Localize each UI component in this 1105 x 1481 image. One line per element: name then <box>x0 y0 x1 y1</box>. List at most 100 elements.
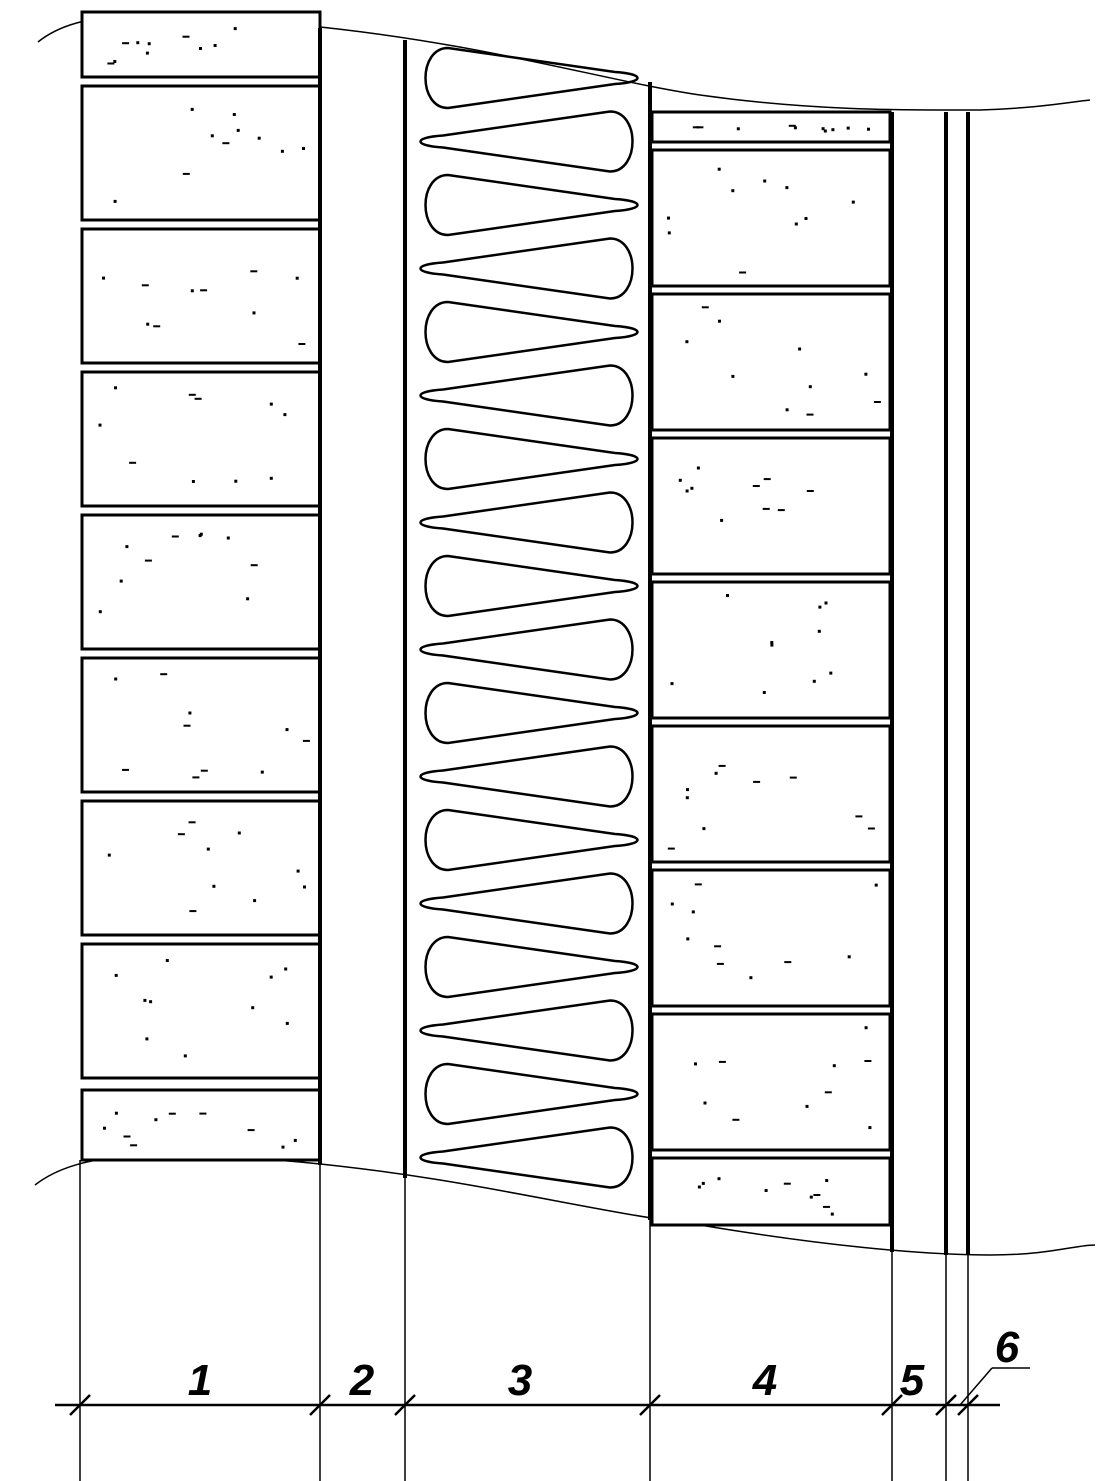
speckle <box>129 461 137 464</box>
speckle <box>232 113 236 116</box>
speckle <box>788 124 796 127</box>
speckle <box>686 788 689 792</box>
speckle <box>145 51 149 55</box>
speckle <box>667 847 675 850</box>
layer-4-brick <box>650 1012 892 1152</box>
layer-1-brick <box>80 1088 322 1162</box>
speckle <box>670 682 674 686</box>
layer-4-brick <box>650 148 892 288</box>
speckle <box>247 1129 255 1132</box>
speckle <box>851 200 855 204</box>
speckle <box>701 306 709 309</box>
layer-1-brick <box>80 370 322 508</box>
speckle <box>234 479 238 483</box>
speckle <box>804 217 808 220</box>
layer-1-brick <box>80 227 322 365</box>
speckle <box>183 724 191 727</box>
label-layer-1: 1 <box>188 1356 212 1405</box>
speckle <box>147 42 151 46</box>
speckle <box>212 884 216 888</box>
speckle <box>667 231 671 235</box>
speckle <box>188 393 196 396</box>
speckle <box>686 937 690 941</box>
speckle <box>809 1195 813 1199</box>
speckle <box>690 486 694 490</box>
speckle <box>114 973 118 977</box>
insulation-loop <box>419 872 634 935</box>
insulation-loop <box>424 300 639 364</box>
speckle <box>98 423 102 427</box>
speckle <box>194 397 202 400</box>
insulation-loop <box>424 427 639 491</box>
speckle <box>817 629 821 633</box>
speckle <box>296 869 300 873</box>
speckle <box>269 402 273 406</box>
speckle <box>697 1185 701 1189</box>
speckle <box>280 149 284 153</box>
label-layer-5: 5 <box>900 1356 925 1405</box>
speckle <box>847 955 851 959</box>
speckle <box>717 1177 721 1181</box>
speckle <box>703 1101 707 1105</box>
dimension-ticks <box>69 1394 979 1416</box>
speckle <box>696 466 700 470</box>
speckle <box>285 728 289 732</box>
speckle <box>107 62 115 65</box>
speckle <box>130 1144 138 1147</box>
speckle <box>251 1006 255 1010</box>
speckle <box>119 579 123 583</box>
speckle <box>293 1138 297 1142</box>
speckle <box>824 1091 832 1094</box>
speckle <box>864 1060 872 1062</box>
label-layer-6: 6 <box>995 1323 1020 1372</box>
speckle <box>720 518 724 522</box>
speckle <box>103 1126 106 1130</box>
speckle <box>285 1021 289 1025</box>
speckle <box>701 1181 705 1185</box>
speckle <box>762 507 770 510</box>
speckle <box>236 128 240 132</box>
speckle <box>233 27 237 31</box>
layer-4-brick <box>650 724 892 864</box>
speckle <box>731 189 735 193</box>
label-6-leader <box>959 1367 993 1406</box>
speckle <box>831 128 835 132</box>
speckle <box>113 60 117 63</box>
speckle <box>144 559 152 562</box>
speckle <box>295 276 299 280</box>
speckle <box>188 711 192 715</box>
insulation-loop <box>424 554 639 618</box>
speckle <box>113 199 117 203</box>
layer-1-brick <box>80 656 322 794</box>
speckle <box>191 480 195 483</box>
layer-4-brick <box>650 436 892 576</box>
speckle <box>764 1189 768 1192</box>
speckle <box>146 322 150 326</box>
speckle <box>281 1145 285 1149</box>
speckle <box>832 1064 836 1068</box>
speckle <box>830 1212 834 1216</box>
speckle <box>714 771 718 775</box>
speckle <box>303 885 306 889</box>
speckle <box>806 490 814 492</box>
insulation-loop <box>424 1062 639 1126</box>
speckle <box>102 276 105 280</box>
speckle <box>702 827 706 831</box>
speckle <box>237 831 241 835</box>
speckle <box>805 1104 809 1108</box>
speckle <box>200 769 208 772</box>
speckle <box>864 1026 868 1030</box>
speckle <box>824 601 828 605</box>
speckle <box>250 270 258 273</box>
speckle <box>168 1112 176 1115</box>
speckle <box>302 147 305 150</box>
speckle <box>749 976 753 980</box>
speckle <box>114 1111 118 1115</box>
speckle <box>199 1112 207 1115</box>
speckle <box>200 289 208 292</box>
insulation-loop <box>419 110 634 173</box>
speckle <box>694 1062 697 1066</box>
speckle <box>302 739 310 742</box>
speckle <box>252 311 256 315</box>
